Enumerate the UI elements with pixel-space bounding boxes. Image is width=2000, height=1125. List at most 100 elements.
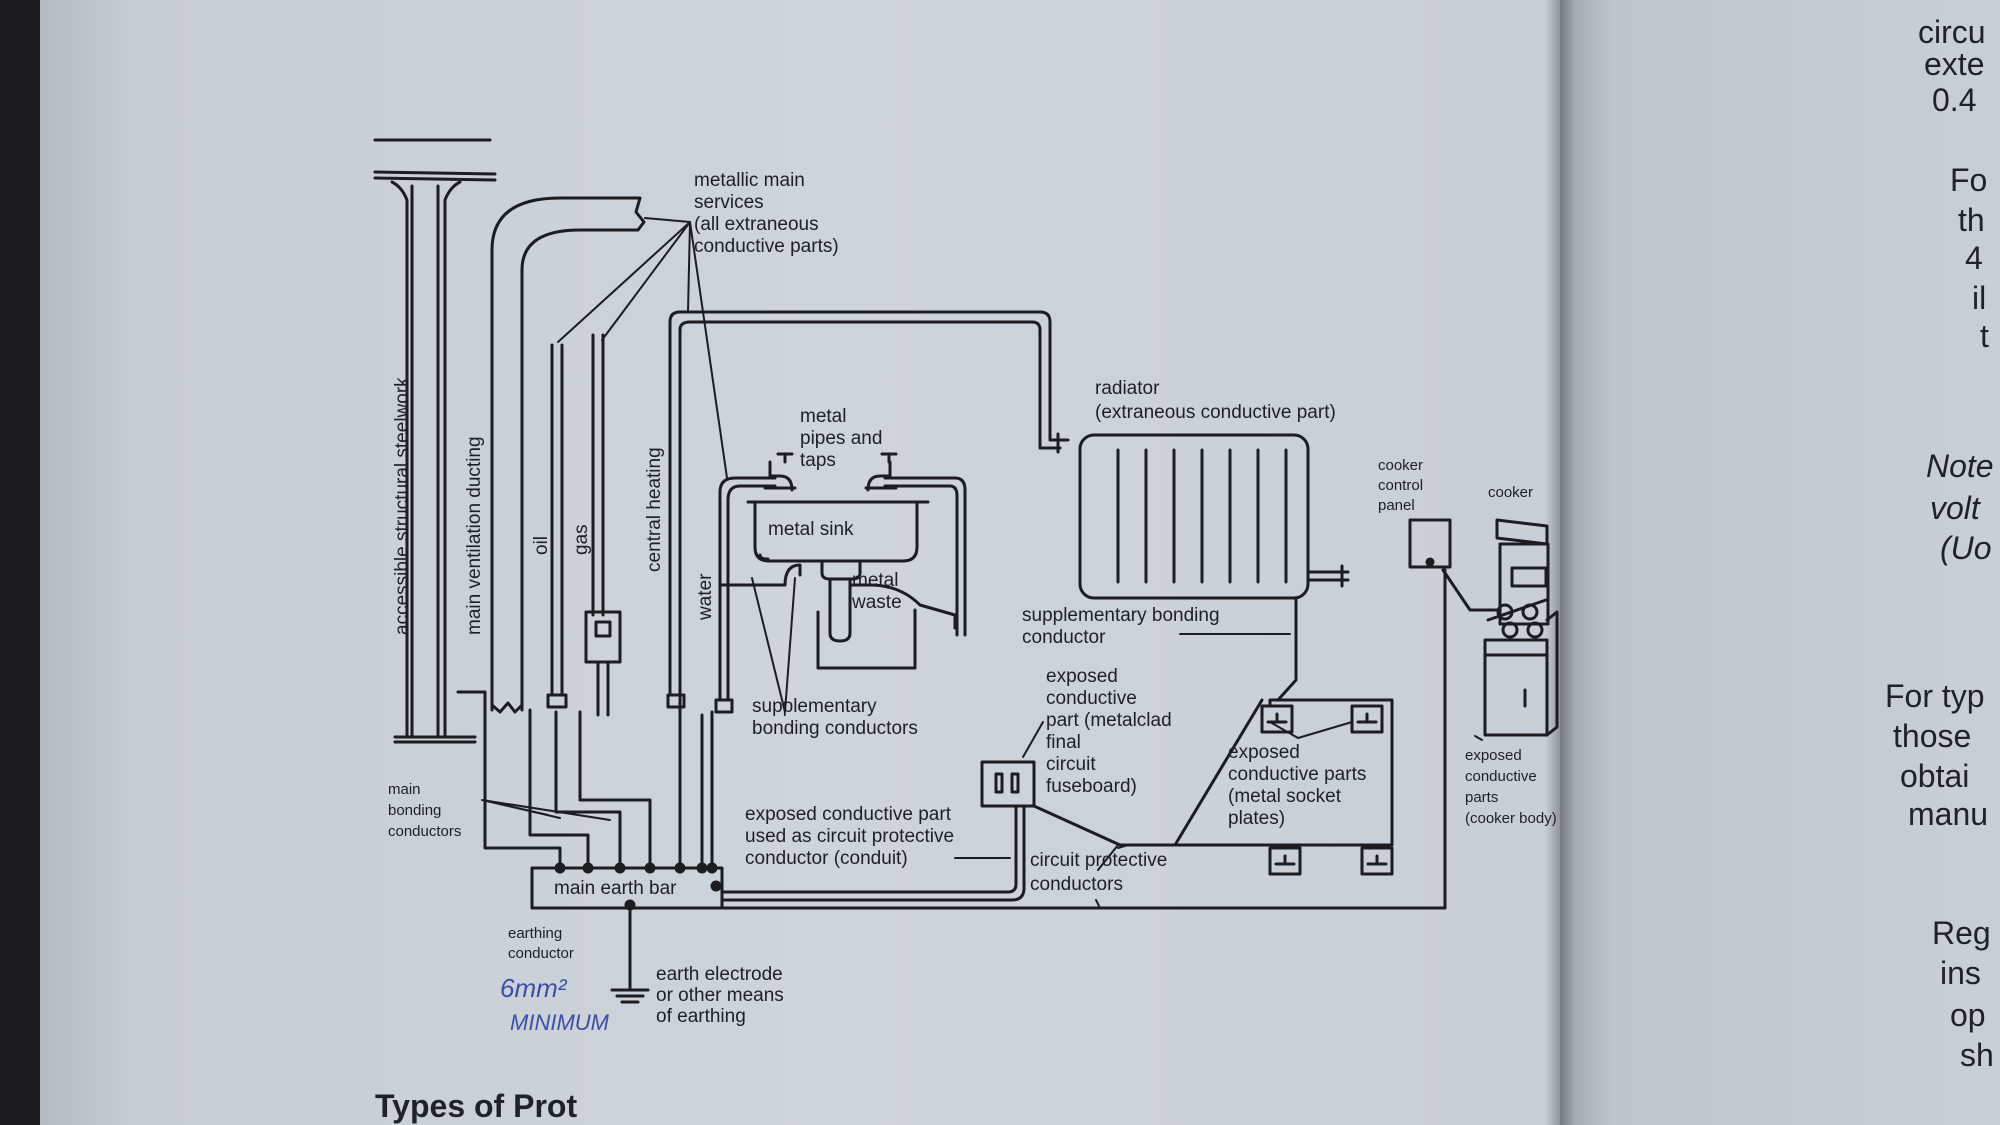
svg-text:exposed: exposed: [1228, 742, 1300, 763]
svg-text:exposed: exposed: [1465, 747, 1522, 764]
svg-text:earthing: earthing: [508, 925, 562, 942]
svg-text:(all extraneous: (all extraneous: [694, 214, 819, 235]
svg-text:earth electrode: earth electrode: [656, 964, 783, 985]
metal-waste: [816, 583, 957, 670]
oil-pipe: [546, 343, 568, 709]
svg-text:circuit protective: circuit protective: [1030, 850, 1167, 871]
central-heating-label: central heating: [644, 447, 665, 572]
svg-text:supplementary: supplementary: [752, 696, 877, 717]
steelwork-label: accessible structural steelwork: [392, 377, 413, 635]
right-text-line: those: [1893, 718, 1972, 754]
right-text-line: sh: [1960, 1037, 1994, 1073]
svg-text:fuseboard): fuseboard): [1046, 776, 1137, 797]
svg-text:conductive parts: conductive parts: [1228, 764, 1366, 785]
right-text-line: Fo: [1950, 162, 1988, 198]
fuseboard: [980, 760, 1036, 808]
supplementary-bonding: [1276, 568, 1502, 702]
cooker-panel-label: cooker control panel: [1378, 457, 1423, 514]
waste-label: metal waste: [851, 570, 902, 613]
svg-text:panel: panel: [1378, 497, 1415, 514]
svg-text:(cooker body): (cooker body): [1465, 810, 1557, 827]
pipes-taps-label: metal pipes and taps: [800, 406, 882, 471]
right-text-line: Reg: [1932, 915, 1991, 951]
svg-text:waste: waste: [851, 592, 902, 613]
supp-bonding-conductors-label: supplementary bonding conductors: [752, 696, 918, 739]
ventilation-label: main ventilation ducting: [464, 436, 485, 635]
radiator: [1078, 433, 1350, 600]
svg-text:taps: taps: [800, 450, 836, 471]
svg-text:final: final: [1046, 732, 1081, 753]
cooker-body-label: exposed conductive parts (cooker body): [1465, 747, 1557, 827]
metallic-services-label: metallic main services (all extraneous c…: [694, 170, 839, 257]
right-text-line: Note: [1926, 448, 1994, 484]
main-bonding-conductors: [456, 690, 718, 874]
svg-text:parts: parts: [1465, 789, 1498, 806]
svg-text:radiator: radiator: [1095, 378, 1160, 399]
svg-text:exposed conductive part: exposed conductive part: [745, 804, 952, 825]
fuseboard-label: exposed conductive part (metalclad final…: [1046, 666, 1172, 797]
svg-text:cooker: cooker: [1378, 457, 1423, 474]
right-text-line: 4: [1965, 240, 1983, 276]
section-heading: Types of Prot: [375, 1088, 578, 1124]
svg-text:conductive parts): conductive parts): [694, 236, 839, 257]
svg-text:conductor: conductor: [508, 945, 574, 962]
right-page: [1560, 0, 2000, 1125]
right-text-line: volt: [1930, 490, 1980, 526]
svg-text:part (metalclad: part (metalclad: [1046, 710, 1172, 731]
svg-text:exposed: exposed: [1046, 666, 1118, 687]
svg-text:supplementary bonding: supplementary bonding: [1022, 605, 1220, 626]
water-pipe: [714, 476, 967, 714]
cooker-label: cooker: [1488, 484, 1533, 501]
svg-text:bonding conductors: bonding conductors: [752, 718, 918, 739]
svg-text:pipes and: pipes and: [800, 428, 882, 449]
right-text-line: manu: [1908, 796, 1989, 832]
svg-text:conductive: conductive: [1046, 688, 1137, 709]
svg-text:(metal socket: (metal socket: [1228, 786, 1342, 807]
structural-steelwork: [373, 138, 497, 744]
main-bonding-label: main bonding conductors: [388, 781, 461, 840]
gas-label: gas: [571, 524, 592, 555]
right-text-line: (Uo: [1940, 530, 1992, 566]
svg-text:(extraneous conductive part): (extraneous conductive part): [1095, 402, 1336, 423]
right-text-line: 0.4: [1932, 82, 1977, 118]
conduit-label: exposed conductive part used as circuit …: [745, 804, 954, 869]
earth-bar-label: main earth bar: [554, 878, 677, 899]
supp-bonding-label: supplementary bonding conductor: [1022, 605, 1220, 648]
conduit: [720, 568, 1447, 910]
right-text-line: For typ: [1885, 678, 1985, 714]
handwritten-note: 6mm² MINIMUM: [500, 973, 610, 1035]
earthing-conductor-label: earthing conductor: [508, 925, 574, 962]
cooker-control-panel: [1408, 518, 1452, 569]
cpc-label: circuit protective conductors: [1030, 850, 1167, 895]
sink-label: metal sink: [768, 519, 854, 540]
right-text-line: th: [1958, 202, 1985, 238]
svg-text:used as circuit protective: used as circuit protective: [745, 826, 954, 847]
svg-text:control: control: [1378, 477, 1423, 494]
svg-text:metallic main: metallic main: [694, 170, 805, 191]
socket-plates-label: exposed conductive parts (metal socket p…: [1228, 742, 1366, 829]
svg-text:main: main: [388, 781, 421, 798]
earth-electrode-label: earth electrode or other means of earthi…: [656, 964, 784, 1027]
svg-text:6mm²: 6mm²: [500, 973, 568, 1003]
svg-text:of earthing: of earthing: [656, 1006, 746, 1027]
ventilation-duct: [490, 196, 646, 714]
svg-text:conductor (conduit): conductor (conduit): [745, 848, 908, 869]
svg-text:bonding: bonding: [388, 802, 441, 819]
svg-text:conductor: conductor: [1022, 627, 1106, 648]
svg-text:conductors: conductors: [388, 823, 461, 840]
right-text-line: op: [1950, 997, 1986, 1033]
svg-text:metal: metal: [800, 406, 846, 427]
cooker: [1483, 518, 1559, 737]
book-gutter: [1545, 0, 1575, 1125]
svg-text:metal: metal: [852, 570, 898, 591]
svg-text:or other means: or other means: [656, 985, 784, 1006]
svg-text:conductive: conductive: [1465, 768, 1537, 785]
right-text-line: il: [1972, 280, 1987, 316]
svg-text:conductors: conductors: [1030, 874, 1123, 895]
water-label: water: [695, 573, 716, 621]
taps: [763, 452, 898, 492]
right-text-line: ins: [1940, 955, 1981, 991]
socket-plates: [1260, 704, 1394, 876]
svg-text:plates): plates): [1228, 808, 1285, 829]
